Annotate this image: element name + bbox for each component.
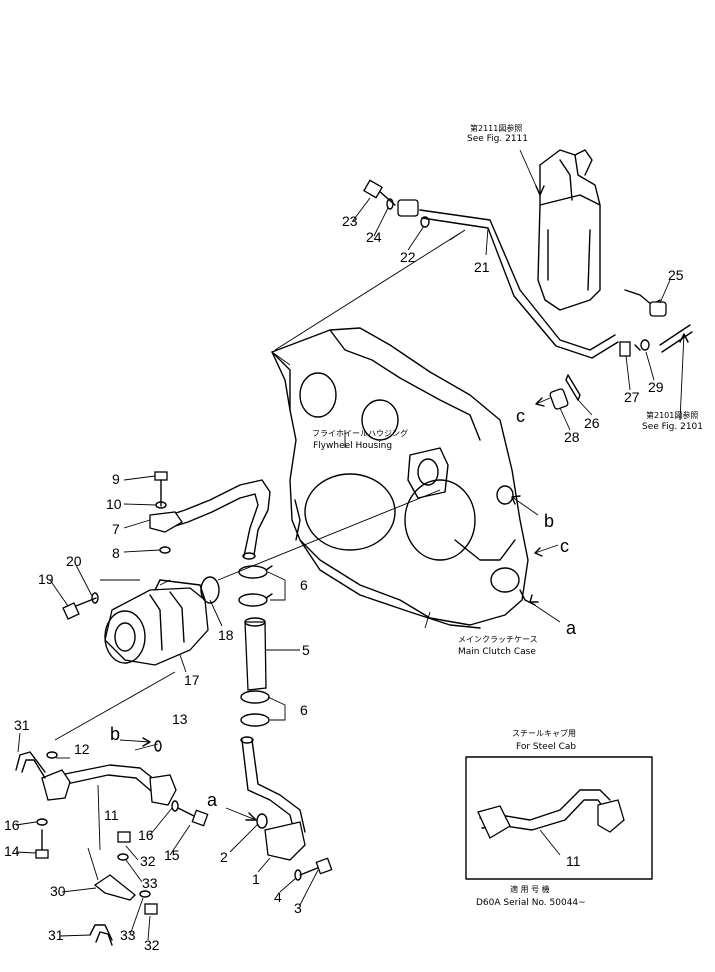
inset-part-number-11: 11 — [566, 853, 581, 869]
part-number-20: 20 — [66, 553, 82, 569]
part-number-29: 29 — [648, 379, 664, 395]
leader-lines — [15, 197, 689, 941]
part-number-12: 12 — [74, 741, 90, 757]
clutch-jp-label: メインクラッチケース — [458, 635, 538, 644]
letter-a-main: a — [566, 618, 577, 638]
bolt-9-10 — [154, 471, 171, 554]
flywheel-jp-label: フライホイールハウジング — [312, 428, 408, 438]
inset-steel-cab — [465, 756, 653, 880]
fig2101-en-label: See Fig. 2101 — [642, 422, 703, 432]
part-number-6b: 6 — [300, 702, 308, 718]
inset-serial-jp: 適 用 号 機 — [510, 884, 550, 894]
part-number-25: 25 — [668, 267, 684, 283]
part-number-21: 21 — [474, 259, 490, 275]
part-number-31b: 31 — [48, 927, 64, 943]
part-number-9: 9 — [112, 471, 120, 487]
hydraulic-pump — [54, 576, 220, 741]
part-number-8: 8 — [112, 545, 120, 561]
reference-arrows — [511, 495, 561, 623]
part-number-4: 4 — [274, 889, 282, 905]
part-number-26: 26 — [584, 415, 600, 431]
fitting-25-29 — [619, 279, 693, 357]
letter-b-pipe: b — [110, 724, 120, 744]
part-number-2: 2 — [220, 849, 228, 865]
part-number-1: 1 — [252, 871, 260, 887]
part-number-16b: 16 — [138, 827, 154, 843]
letter-c-tank: c — [516, 406, 525, 426]
part-number-31a: 31 — [14, 717, 30, 733]
part-number-22: 22 — [400, 249, 416, 265]
part-number-23: 23 — [342, 213, 358, 229]
part-number-28: 28 — [564, 429, 580, 445]
bracket-30 — [87, 831, 158, 946]
part-number-17: 17 — [184, 672, 200, 688]
callout-labels: 第2111図参照 See Fig. 2111 第2101図参照 See Fig.… — [312, 123, 703, 908]
part-number-11: 11 — [104, 807, 119, 823]
letter-c-main: c — [560, 536, 569, 556]
reference-letters: a b c c b a — [110, 406, 577, 810]
letter-b-main: b — [544, 511, 554, 531]
part-number-6a: 6 — [300, 577, 308, 593]
hose-upper-left — [149, 479, 441, 581]
part-number-32a: 32 — [140, 853, 156, 869]
part-number-27: 27 — [624, 389, 640, 405]
part-number-24: 24 — [366, 229, 382, 245]
hydraulic-tank — [519, 149, 601, 311]
part-number-16a: 16 — [4, 817, 20, 833]
part-number-33b: 33 — [120, 927, 136, 943]
fitting-22-24 — [363, 179, 430, 228]
part-number-3: 3 — [294, 900, 302, 916]
fig2111-en-label: See Fig. 2111 — [467, 134, 528, 144]
part-number-33a: 33 — [142, 875, 158, 891]
bolt-19-20 — [62, 592, 99, 620]
fig2111-jp-label: 第2111図参照 — [470, 123, 522, 133]
fittings-12-16 — [46, 737, 209, 827]
fig2101-jp-label: 第2101図参照 — [646, 410, 698, 420]
part-number-18: 18 — [218, 627, 234, 643]
part-number-14: 14 — [4, 843, 20, 859]
part-number-15: 15 — [164, 847, 180, 863]
inset-title-jp: スチールキャブ用 — [512, 728, 576, 738]
part-number-32b: 32 — [144, 937, 160, 953]
clutch-en-label: Main Clutch Case — [458, 647, 536, 657]
part-numbers: 1 2 3 4 5 6 6 7 8 9 10 11 12 13 14 15 16… — [4, 213, 684, 953]
hose-21 — [271, 209, 619, 366]
flywheel-en-label: Flywheel Housing — [313, 441, 392, 451]
inset-title-en: For Steel Cab — [516, 742, 576, 752]
part-number-10: 10 — [106, 496, 122, 512]
clamp-and-bolt-left — [15, 751, 49, 859]
part-number-30: 30 — [50, 883, 66, 899]
pipe-1 — [225, 736, 333, 881]
part-number-13: 13 — [172, 711, 188, 727]
pipe-11 — [41, 743, 177, 851]
part-number-7: 7 — [112, 521, 120, 537]
part-number-5: 5 — [302, 642, 310, 658]
letter-a-tube: a — [207, 790, 218, 810]
part-number-19: 19 — [38, 571, 54, 587]
inset-serial-en: D60A Serial No. 50044~ — [476, 898, 586, 908]
flywheel-housing — [271, 327, 536, 629]
fitting-26-28 — [535, 374, 581, 410]
hose-clamps-and-tube — [238, 565, 300, 727]
